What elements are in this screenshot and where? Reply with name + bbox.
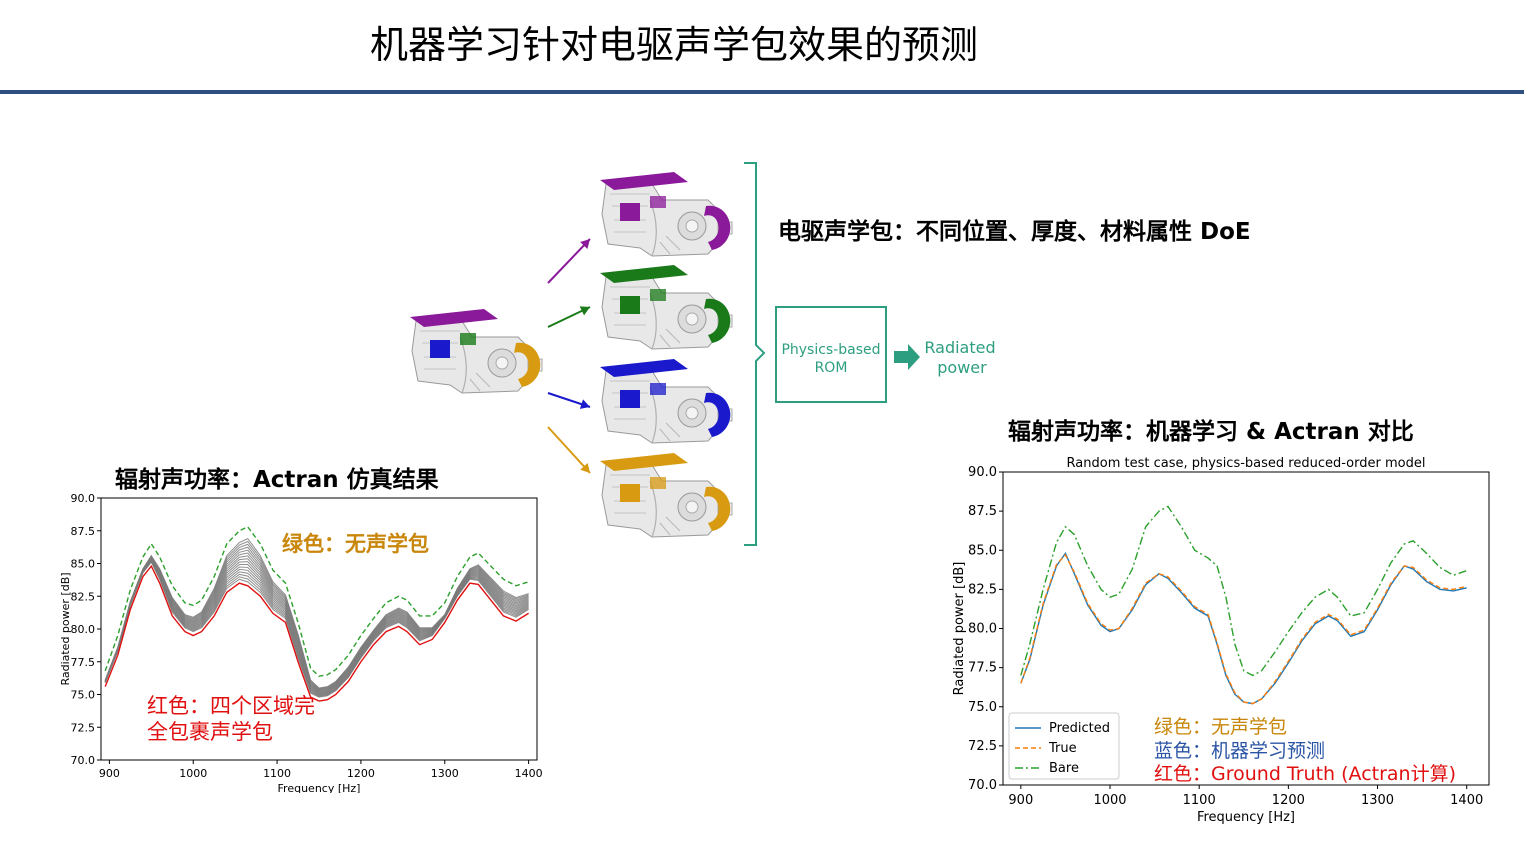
workflow-diagram: Physics-based ROM Radiated power [410, 162, 996, 546]
y-tick-label: 87.5 [968, 504, 997, 519]
arrowhead-green [579, 306, 590, 316]
y-tick-label: 82.5 [71, 590, 96, 603]
chart-title: Random test case, physics-based reduced-… [1067, 456, 1426, 471]
x-tick-label: 1100 [1183, 793, 1216, 808]
y-tick-label: 72.5 [968, 739, 997, 754]
right-annotation-green: 绿色：无声学包 [1154, 716, 1288, 738]
left-annotation-green: 绿色：无声学包 [282, 532, 429, 556]
x-tick-label: 1100 [263, 767, 291, 780]
series-line-0 [1020, 551, 1467, 705]
base-enclosure [410, 309, 543, 394]
y-tick-label: 85.0 [968, 543, 997, 558]
slide-title: 机器学习针对电驱声学包效果的预测 [370, 23, 979, 67]
series-line-2 [1020, 505, 1467, 677]
left-chart: 70.0 72.5 75.0 77.5 80.0 82.5 85.0 87.5 90.0 900 1… [59, 492, 543, 793]
output-arrow [894, 344, 920, 370]
plot-area [100, 497, 538, 761]
x-tick-label: 900 [99, 767, 120, 780]
y-tick-label: 77.5 [71, 656, 96, 669]
arrowhead-orange [580, 462, 590, 473]
x-tick-label: 1300 [431, 767, 459, 780]
y-tick-label: 85.0 [71, 558, 96, 571]
rom-box [775, 306, 887, 403]
right-annotation-blue: 蓝色：机器学习预测 [1154, 740, 1326, 762]
title-divider [0, 90, 1524, 94]
enclosure-variant-orange [600, 453, 733, 538]
x-tick-label: 1300 [1361, 793, 1394, 808]
series-line-1 [104, 564, 529, 702]
y-tick-label: 82.5 [968, 582, 997, 597]
series-line-1 [1020, 553, 1467, 705]
x-tick-label: 900 [1008, 793, 1033, 808]
x-tick-label: 1400 [1450, 793, 1483, 808]
y-tick-label: 90.0 [71, 492, 96, 505]
doe-label: 电驱声学包：不同位置、厚度、材料属性 DoE [778, 219, 1251, 245]
y-tick-label: 77.5 [968, 661, 997, 676]
x-tick-label: 1400 [515, 767, 543, 780]
x-tick-label: 1200 [347, 767, 375, 780]
variant-arrows [547, 238, 591, 474]
arrow-to-variant-orange [547, 426, 591, 474]
legend-label: True [1048, 741, 1077, 756]
enclosure-variant-green [600, 265, 733, 350]
arrowhead-purple [580, 239, 590, 249]
y-tick-label: 75.0 [968, 700, 997, 715]
legend-box [1008, 712, 1120, 780]
left-annotation-red-1: 红色：四个区域完 [147, 694, 315, 718]
right-chart-heading: 辐射声功率：机器学习 & Actran 对比 [1008, 419, 1414, 445]
output-label-2: power [937, 358, 987, 377]
enclosure-variant-purple [600, 172, 733, 257]
y-tick-label: 75.0 [71, 689, 96, 702]
series-line-0 [104, 525, 529, 677]
y-tick-label: 70.0 [71, 754, 96, 767]
y-tick-label: 80.0 [968, 622, 997, 637]
y-tick-label: 72.5 [71, 721, 96, 734]
right-chart: 70.0 72.5 75.0 77.5 80.0 82.5 85.0 87.5 90.0 900 1… [952, 456, 1490, 825]
enclosure-variants [600, 172, 733, 538]
y-tick-label: 80.0 [71, 623, 96, 636]
rom-box-label-1: Physics-based [781, 342, 880, 358]
x-tick-label: 1000 [1093, 793, 1126, 808]
rom-box-label-2: ROM [815, 360, 848, 376]
y-tick-label: 90.0 [968, 465, 997, 480]
left-annotation-red-2: 全包裹声学包 [147, 720, 273, 744]
x-axis-label: Frequency [Hz] [278, 782, 361, 793]
x-tick-label: 1200 [1272, 793, 1305, 808]
left-chart-heading: 辐射声功率：Actran 仿真结果 [115, 467, 439, 493]
arrowhead-blue [579, 399, 590, 409]
y-axis-label: Radiated power [dB] [952, 562, 967, 696]
legend-label: Predicted [1049, 721, 1110, 736]
enclosure-variant-blue [600, 359, 733, 444]
output-label-1: Radiated [924, 338, 995, 357]
legend-label: Bare [1049, 761, 1079, 776]
sample-curve [104, 537, 529, 689]
y-tick-label: 70.0 [968, 778, 997, 793]
x-axis-label: Frequency [Hz] [1197, 810, 1295, 825]
arrow-to-variant-purple [547, 238, 591, 284]
doe-bracket [744, 162, 766, 546]
y-tick-label: 87.5 [71, 525, 96, 538]
right-annotation-red: 红色：Ground Truth (Actran计算) [1154, 763, 1457, 785]
x-tick-label: 1000 [179, 767, 207, 780]
y-axis-label: Radiated power [dB] [59, 572, 72, 685]
